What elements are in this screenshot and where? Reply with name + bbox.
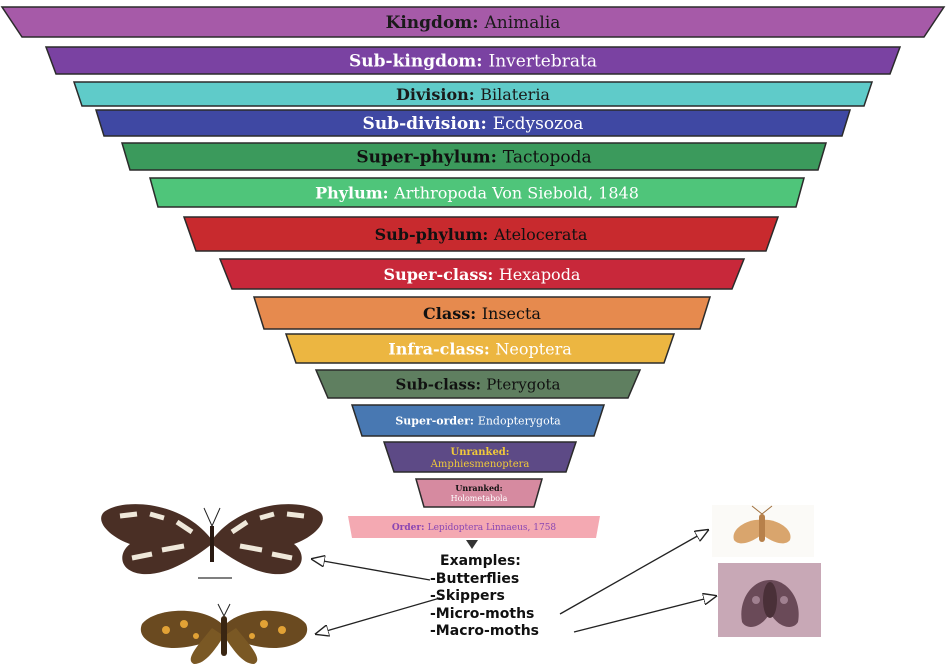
examples-title: Examples: [430,553,590,571]
example-item-micro-moths: -Micro-moths [430,606,590,624]
rank-label: Infra-class: [388,339,495,358]
rank-label: Sub-class: [396,375,487,393]
rank-label: Division: [396,85,480,104]
rank-text-7: Sub-phylum: Atelocerata [375,225,588,244]
rank-label: Order: [392,523,428,533]
rank-label: Super-phylum: [356,148,502,168]
rank-bands: Kingdom: AnimaliaSub-kingdom: Invertebra… [2,7,944,538]
order-pointer-triangle [466,540,478,549]
micro-moth-image [712,505,814,557]
rank-value: Atelocerata [493,225,588,244]
rank-text-10: Infra-class: Neoptera [388,339,572,358]
rank-value: Bilateria [480,85,550,104]
rank-label-13: Unranked: [451,447,510,458]
rank-label: Sub-phylum: [375,225,494,244]
rank-value: Insecta [482,304,542,323]
rank-text-11: Sub-class: Pterygota [396,375,561,393]
arrow-to-skipper [316,598,440,634]
rank-value: Arthropoda Von Siebold, 1848 [393,183,639,202]
rank-text-12: Super-order: Endopterygota [395,414,561,427]
rank-label-14: Unranked: [455,483,502,493]
rank-text-6: Phylum: Arthropoda Von Siebold, 1848 [315,183,639,202]
skipper-image [141,604,307,664]
butterfly-image [101,504,323,578]
arrow-to-macro-moth [574,596,716,632]
rank-text-5: Super-phylum: Tactopoda [356,148,591,168]
rank-value: Neoptera [495,339,572,358]
rank-value-13: Amphiesmenoptera [430,459,530,470]
rank-value: Lepidoptera Linnaeus, 1758 [428,523,557,533]
rank-text-1: Kingdom: Animalia [386,13,561,33]
examples-list: Examples: -Butterflies -Skippers -Micro-… [430,553,590,641]
rank-value: Invertebrata [489,52,597,72]
rank-label: Super-order: [395,414,478,427]
example-item-macro-moths: -Macro-moths [430,623,590,641]
rank-text-8: Super-class: Hexapoda [384,265,581,284]
example-item-skippers: -Skippers [430,588,590,606]
rank-label: Sub-division: [363,114,493,134]
rank-label: Phylum: [315,183,394,202]
rank-text-9: Class: Insecta [423,304,541,323]
rank-value: Endopterygota [478,414,561,427]
rank-label: Sub-kingdom: [349,52,488,72]
example-item-butterflies: -Butterflies [430,571,590,589]
rank-text-15: Order: Lepidoptera Linnaeus, 1758 [392,523,557,533]
rank-text-2: Sub-kingdom: Invertebrata [349,52,597,72]
rank-value-14: Holometabola [451,494,508,503]
rank-value: Pterygota [486,375,560,393]
macro-moth-image [718,563,821,637]
rank-value: Hexapoda [499,265,581,284]
arrow-to-butterfly [312,559,430,580]
rank-value: Ecdysozoa [493,114,584,134]
rank-text-4: Sub-division: Ecdysozoa [363,114,584,134]
rank-label: Super-class: [384,265,499,284]
rank-text-3: Division: Bilateria [396,85,550,104]
rank-value: Animalia [483,13,560,33]
rank-value: Tactopoda [503,148,592,168]
rank-label: Kingdom: [386,13,485,33]
rank-label: Class: [423,304,482,323]
